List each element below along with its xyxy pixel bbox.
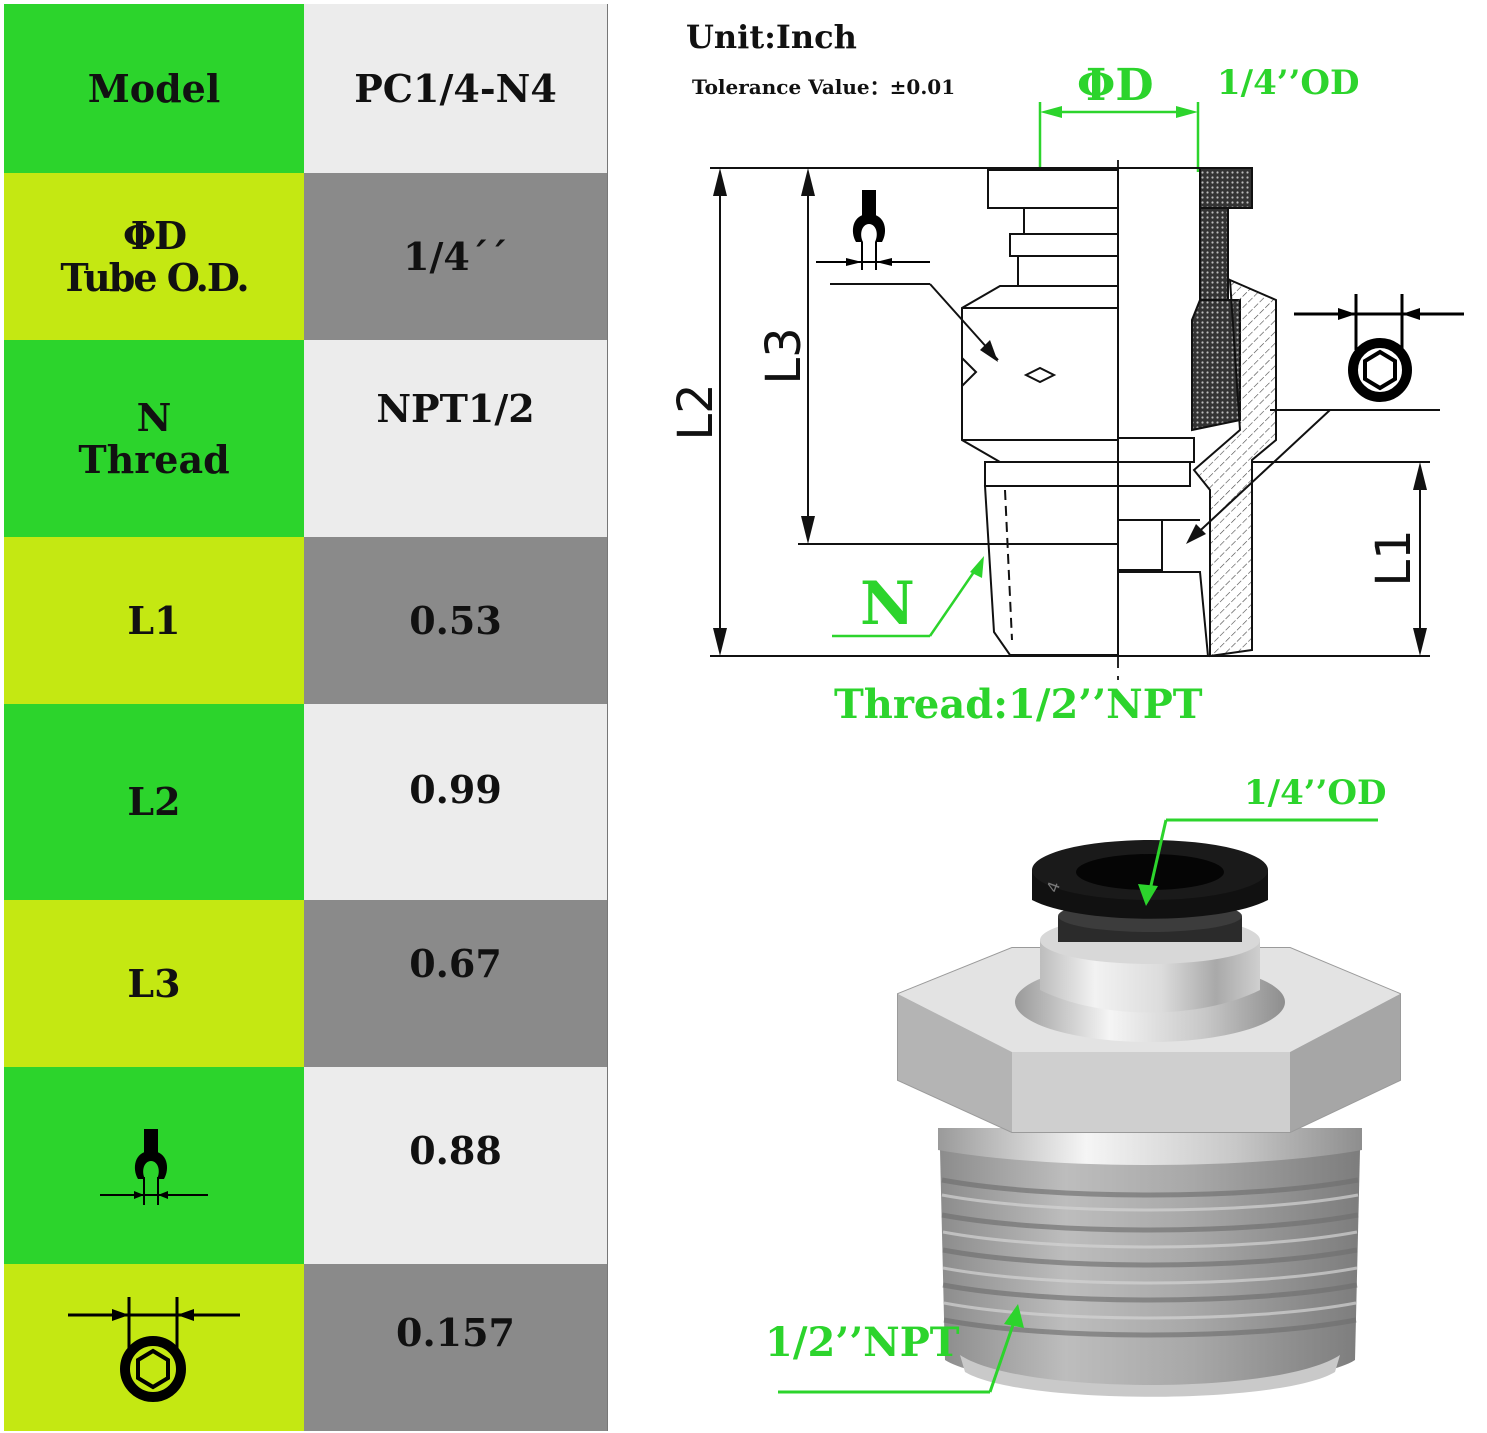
unit-label: Unit:Inch	[686, 18, 857, 56]
label-text: Tube O.D.	[60, 254, 249, 300]
value-model: PC1/4-N4	[304, 4, 607, 173]
label-l2: L2	[4, 704, 304, 900]
od-label-product: 1/4’’OD	[1244, 773, 1387, 813]
label-text: Model	[87, 65, 221, 111]
l1-label: L1	[1366, 529, 1422, 586]
l3-label: L3	[756, 327, 812, 384]
label-model: Model	[4, 4, 304, 173]
label-thread: N Thread	[4, 340, 304, 537]
od-leader	[1138, 818, 1378, 906]
tolerance-label: Tolerance Value：±0.01	[692, 75, 955, 99]
label-wrench	[4, 1067, 304, 1264]
hex-socket-icon	[1294, 294, 1464, 402]
spec-table: Model PC1/4-N4 ΦD Tube O.D. 1/4´´ N Thre…	[4, 4, 608, 1431]
n-leader	[832, 556, 984, 638]
phi-d-label: ΦD	[1077, 60, 1153, 111]
fitting-section	[1117, 167, 1277, 658]
table-row: L2 0.99	[4, 704, 607, 900]
dimension-lines	[710, 168, 1440, 657]
thread-label: Thread:1/2’’NPT	[834, 681, 1203, 728]
table-row: 0.157	[4, 1264, 607, 1431]
table-row: L1 0.53	[4, 537, 607, 704]
value-wrench: 0.88	[304, 1067, 607, 1264]
value-thread: NPT1/2	[304, 340, 607, 537]
label-text: N	[136, 394, 172, 440]
wrench-width-icon	[100, 1128, 208, 1205]
table-row: Model PC1/4-N4	[4, 4, 607, 173]
value-hex: 0.157	[304, 1264, 607, 1431]
n-label: N	[860, 569, 915, 639]
table-row: 0.88	[4, 1067, 607, 1264]
label-l1: L1	[4, 537, 304, 704]
label-text: L2	[127, 779, 181, 824]
value-tube-od: 1/4´´	[304, 173, 607, 340]
label-l3: L3	[4, 900, 304, 1067]
npt-label-product: 1/2’’NPT	[765, 1319, 960, 1366]
product-render: 4	[897, 840, 1401, 1397]
table-row: ΦD Tube O.D. 1/4´´	[4, 173, 607, 340]
phi-d-dimension	[1038, 102, 1200, 172]
label-tube-od: ΦD Tube O.D.	[4, 173, 304, 340]
table-row: L3 0.67	[4, 900, 607, 1067]
wrench-width-icon	[816, 190, 930, 270]
label-hex	[4, 1264, 304, 1431]
label-text: Thread	[78, 436, 230, 482]
label-text: L3	[127, 960, 181, 1006]
label-text: L1	[127, 597, 181, 643]
value-l1: 0.53	[304, 537, 607, 704]
value-l2: 0.99	[304, 704, 607, 900]
hex-socket-icon	[68, 1296, 240, 1402]
od-label-top: 1/4’’OD	[1217, 63, 1360, 103]
label-text: ΦD	[122, 212, 187, 258]
table-row: N Thread NPT1/2	[4, 340, 607, 537]
l2-label: L2	[668, 383, 724, 440]
npt-leader	[778, 1304, 1024, 1394]
value-l3: 0.67	[304, 900, 607, 1067]
